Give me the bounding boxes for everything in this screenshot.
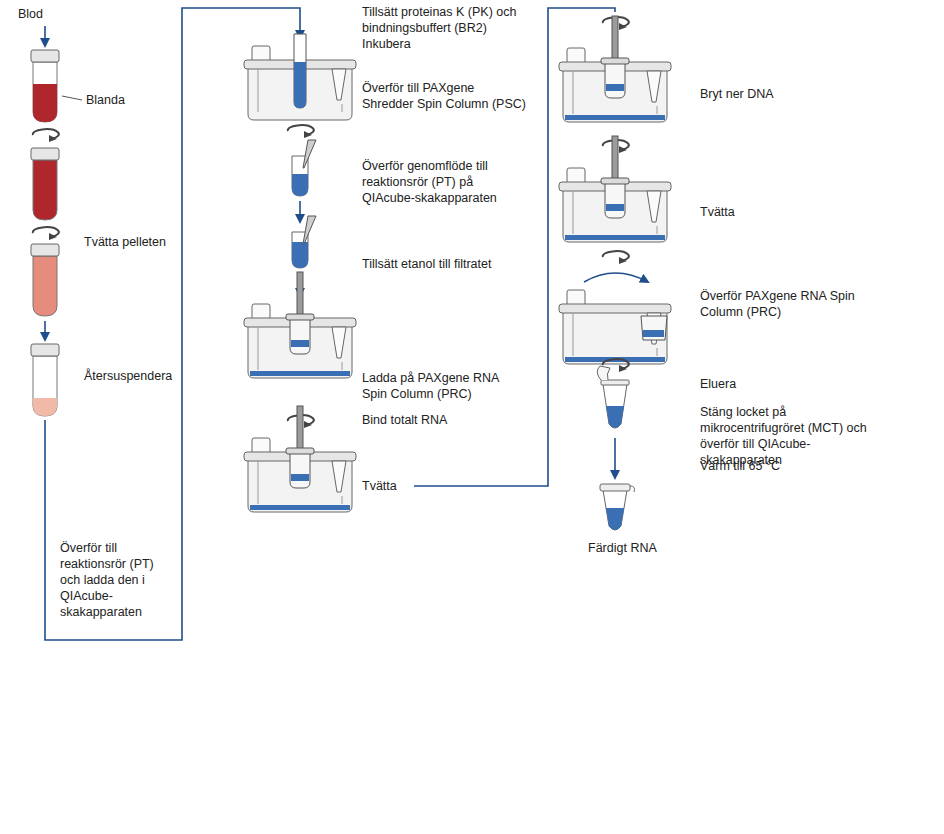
step-label: Ladda på PAXgene RNA Spin Column (PRC) bbox=[362, 370, 512, 402]
step-label: Tillsätt proteinas K (PK) och bindningsb… bbox=[362, 4, 537, 52]
step-label: Bryt ner DNA bbox=[700, 86, 850, 102]
step-label: Blanda bbox=[86, 92, 166, 108]
step-label: Överför till PAXgene Shredder Spin Colum… bbox=[362, 80, 527, 112]
step-label: Överför genomflöde till reaktionsrör (PT… bbox=[362, 158, 512, 206]
step-label: Överför till reaktionsrör (PT) och ladda… bbox=[60, 540, 165, 620]
step-label: Tvätta bbox=[362, 478, 412, 494]
step-label: Tvätta bbox=[700, 204, 800, 220]
step-label: Tillsätt etanol till filtratet bbox=[362, 256, 502, 272]
step-label: Värm till 65 °C bbox=[700, 458, 850, 474]
step-label: Överför PAXgene RNA Spin Column (PRC) bbox=[700, 288, 870, 320]
step-label: Tvätta pelleten bbox=[84, 234, 179, 250]
step-label: Bind totalt RNA bbox=[362, 412, 512, 428]
step-label: Färdigt RNA bbox=[588, 540, 708, 556]
step-label: Återsuspendera bbox=[84, 368, 179, 384]
step-label: Eluera bbox=[700, 376, 820, 392]
step-label: Blod bbox=[18, 6, 78, 22]
step-label: Stäng locket på mikrocentrifugröret (MCT… bbox=[700, 404, 890, 468]
